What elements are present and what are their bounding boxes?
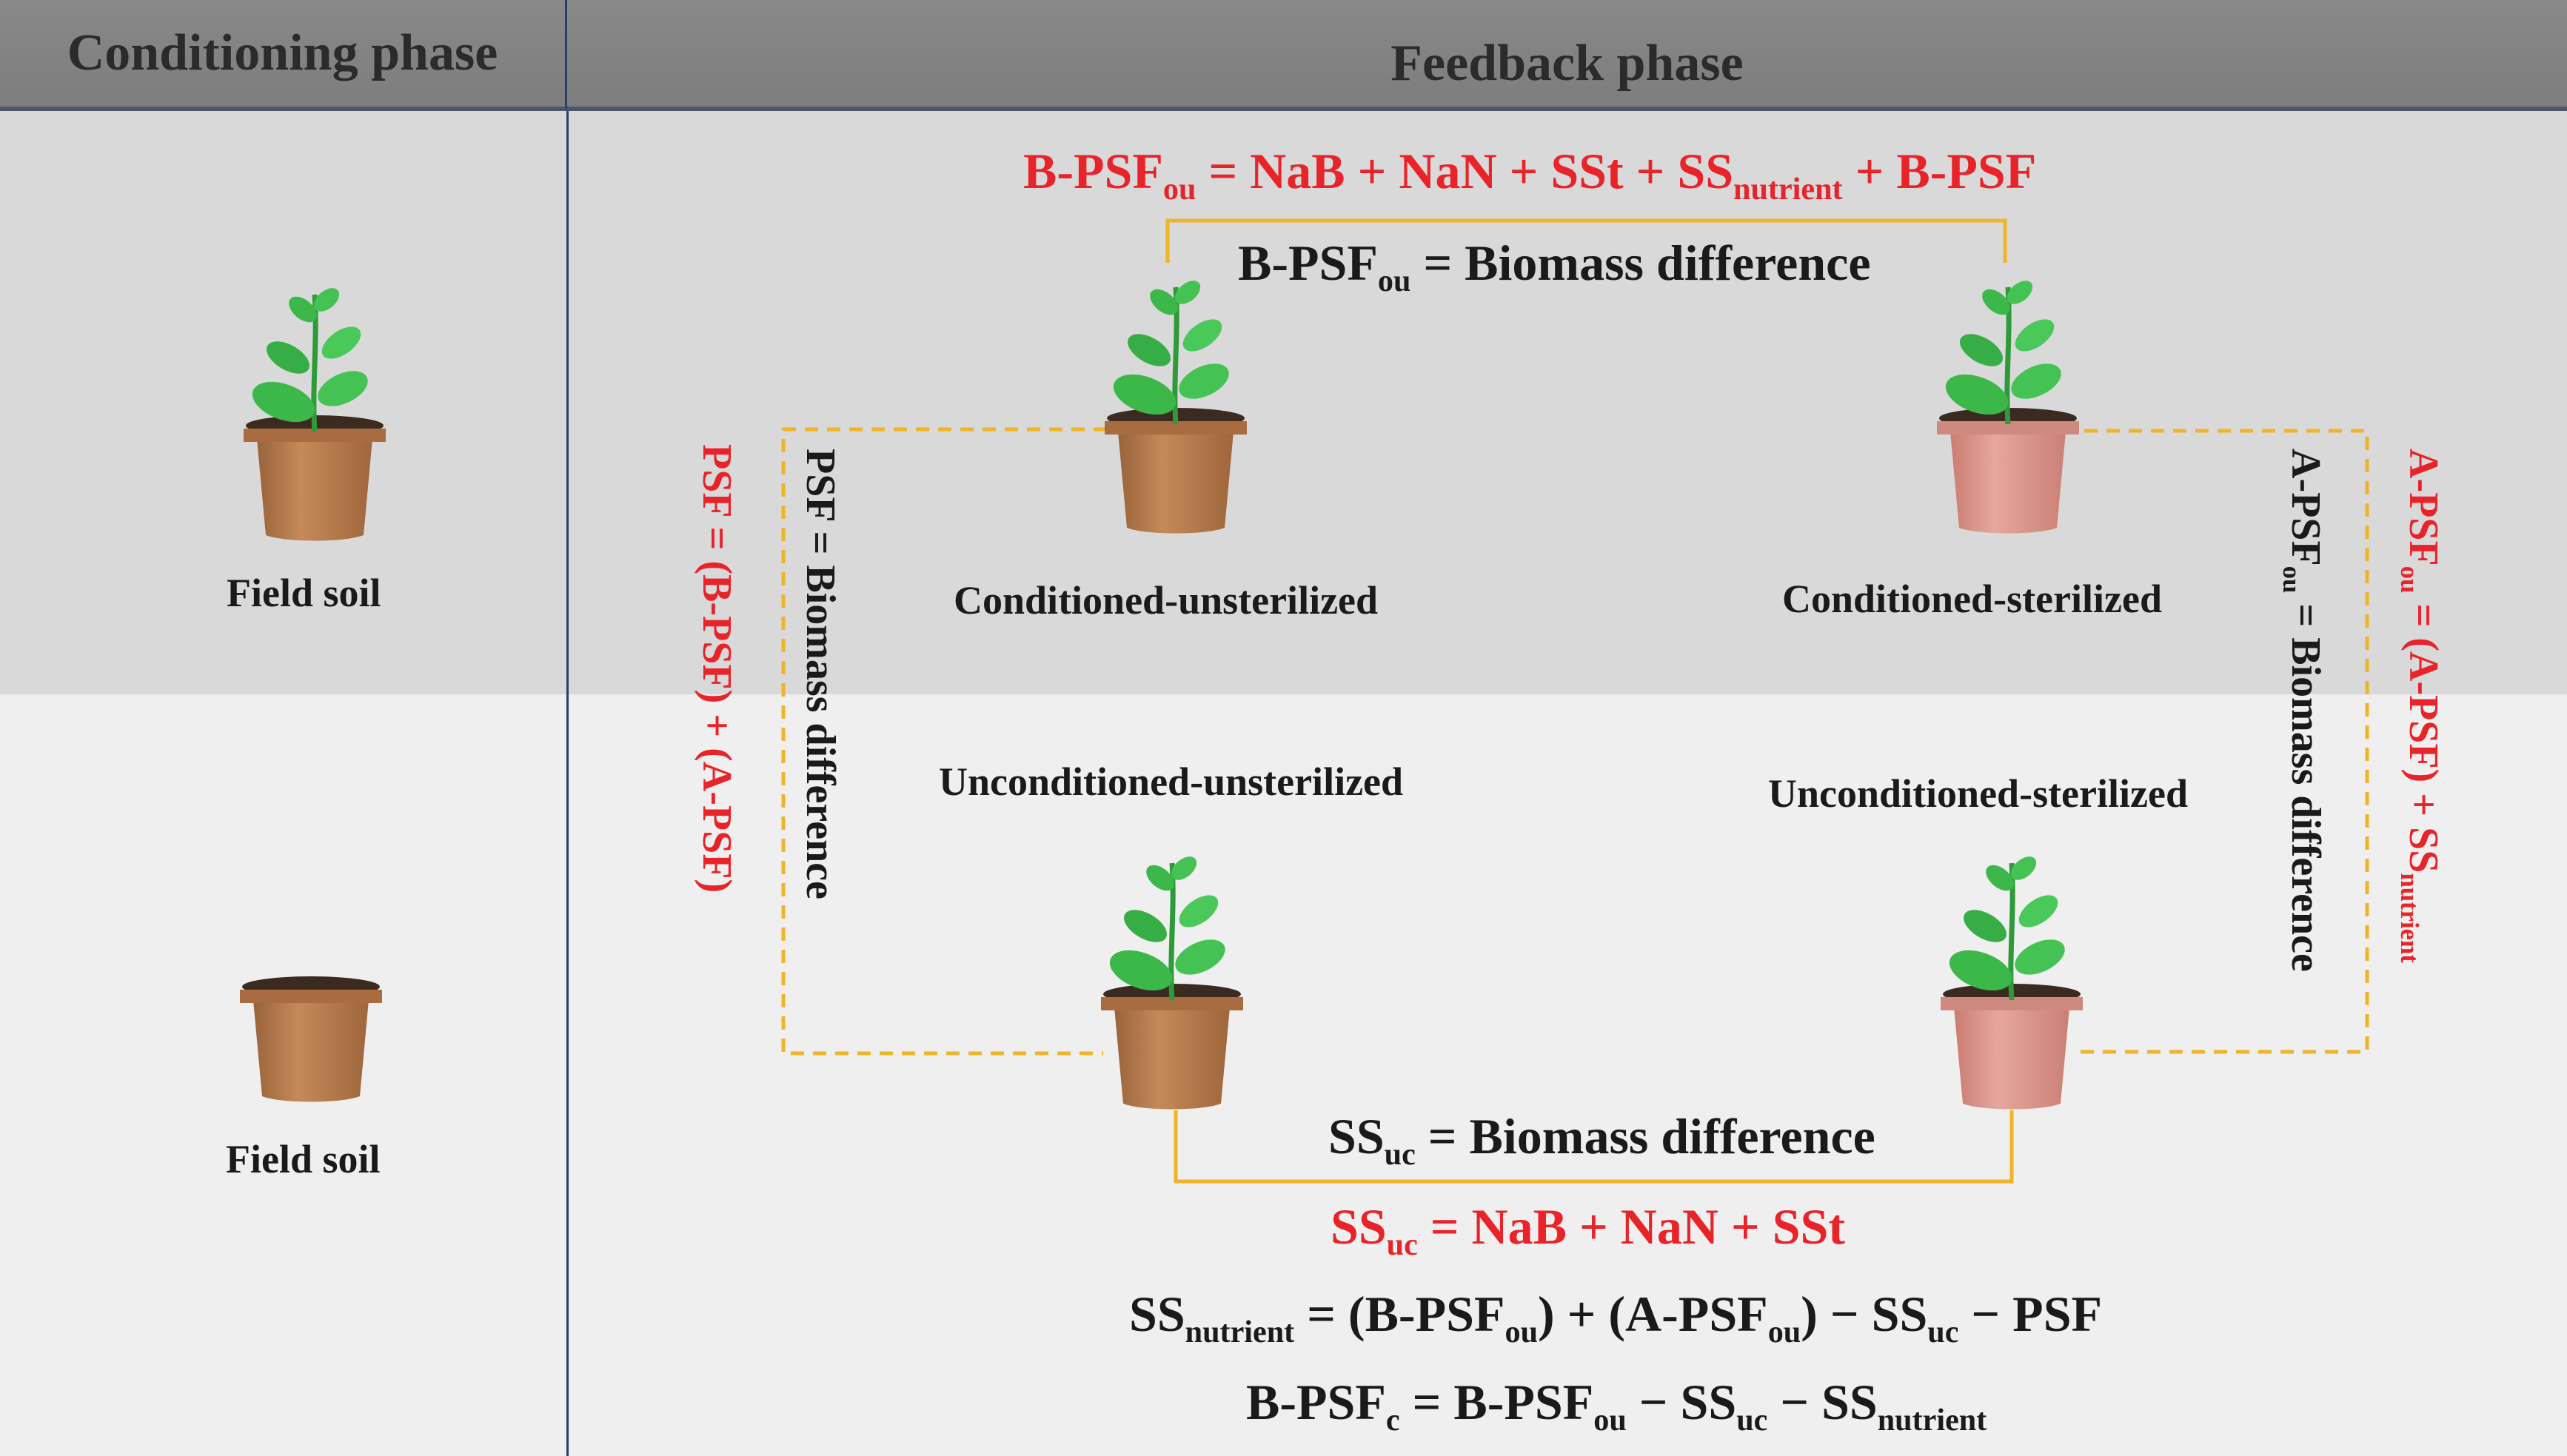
top-band: [0, 111, 2567, 694]
conditioning-phase-header: Conditioning phase: [0, 0, 567, 111]
conditioned-sterilized-label: Conditioned-sterilized: [1782, 577, 2162, 621]
ss-uc-definition: SSuc = Biomass difference: [1328, 1108, 1875, 1172]
apsf-ou-decomposition: A-PSFou = (A-PSF) + SSnutrient: [2394, 449, 2446, 963]
conditioning-phase-title: Conditioning phase: [67, 24, 498, 81]
bpsf-ou-definition: B-PSFou = Biomass difference: [1238, 235, 1871, 298]
pot-icon: [240, 976, 382, 1102]
ss-nutrient-equation: SSnutrient = (B-PSFou) + (A-PSFou) − SSu…: [1129, 1286, 2103, 1349]
unconditioned-sterilized-label: Unconditioned-sterilized: [1768, 771, 2188, 816]
field-soil-label-bottom: Field soil: [226, 1137, 381, 1181]
column-divider: [566, 0, 569, 1456]
psf-definition: PSF = Biomass difference: [797, 449, 843, 899]
ss-uc-decomposition: SSuc = NaB + NaN + SSt: [1331, 1198, 1845, 1262]
apsf-ou-definition: A-PSFou = Biomass difference: [2277, 449, 2329, 972]
bottom-band: [0, 694, 2567, 1456]
plant-icon: [1941, 852, 2083, 1110]
plant-icon: [1937, 276, 2079, 534]
feedback-phase-title: Feedback phase: [1390, 35, 1744, 92]
conditioned-unsterilized-label: Conditioned-unsterilized: [954, 578, 1379, 623]
psf-decomposition: PSF = (B-PSF) + (A-PSF): [694, 444, 740, 893]
bpsf-ou-decomposition: B-PSFou = NaB + NaN + SSt + SSnutrient +…: [1023, 143, 2037, 207]
plant-icon: [244, 284, 386, 541]
feedback-phase-header: Feedback phase: [567, 0, 2567, 111]
plant-icon: [1105, 276, 1247, 534]
unconditioned-unsterilized-label: Unconditioned-unsterilized: [939, 759, 1404, 804]
field-soil-label-top: Field soil: [227, 571, 381, 615]
plant-icon: [1101, 852, 1243, 1110]
bpsf-c-equation: B-PSFc = B-PSFou − SSuc − SSnutrient: [1246, 1374, 1987, 1437]
